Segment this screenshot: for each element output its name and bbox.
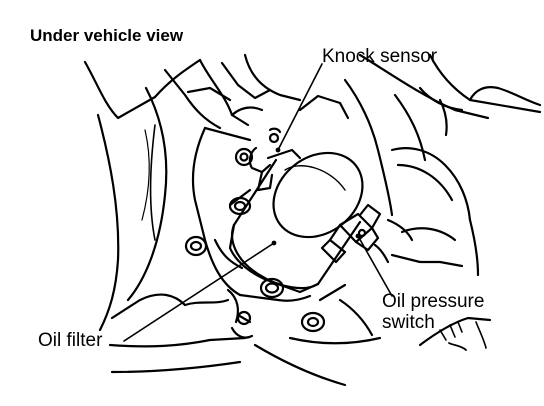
bolt-boss-3 xyxy=(261,279,283,297)
view-title: Under vehicle view xyxy=(30,26,184,45)
bolt-boss-2 xyxy=(186,237,206,255)
right-structure xyxy=(300,55,488,275)
oil-pressure-switch-leader-dot xyxy=(355,233,361,239)
oil-filter-label: Oil filter xyxy=(38,330,103,351)
knock-sensor xyxy=(236,129,300,190)
right-pipe xyxy=(420,55,540,345)
knock-sensor-label: Knock sensor xyxy=(322,46,438,67)
oil-pressure-switch-label: Oil pressure switch xyxy=(382,291,485,334)
oil-pressure-switch-label-line2: switch xyxy=(382,311,435,333)
knock-sensor-leader-dot xyxy=(275,147,281,153)
left-frame-member xyxy=(85,62,185,330)
harness-wires xyxy=(449,322,486,350)
oil-pressure-switch xyxy=(322,205,388,262)
oil-filter-leader-dot xyxy=(271,240,277,246)
oil-filter-leader xyxy=(124,243,274,341)
leader-lines xyxy=(124,64,392,341)
oil-filter xyxy=(230,136,379,292)
knock-sensor-leader xyxy=(278,64,322,150)
oil-pressure-switch-label-line1: Oil pressure xyxy=(382,291,485,312)
upper-structure xyxy=(155,55,300,128)
lower-bracket xyxy=(110,290,252,372)
bolt-boss-4 xyxy=(302,313,324,331)
oil-pressure-switch-leader xyxy=(358,236,392,296)
oil-pan xyxy=(255,285,380,385)
